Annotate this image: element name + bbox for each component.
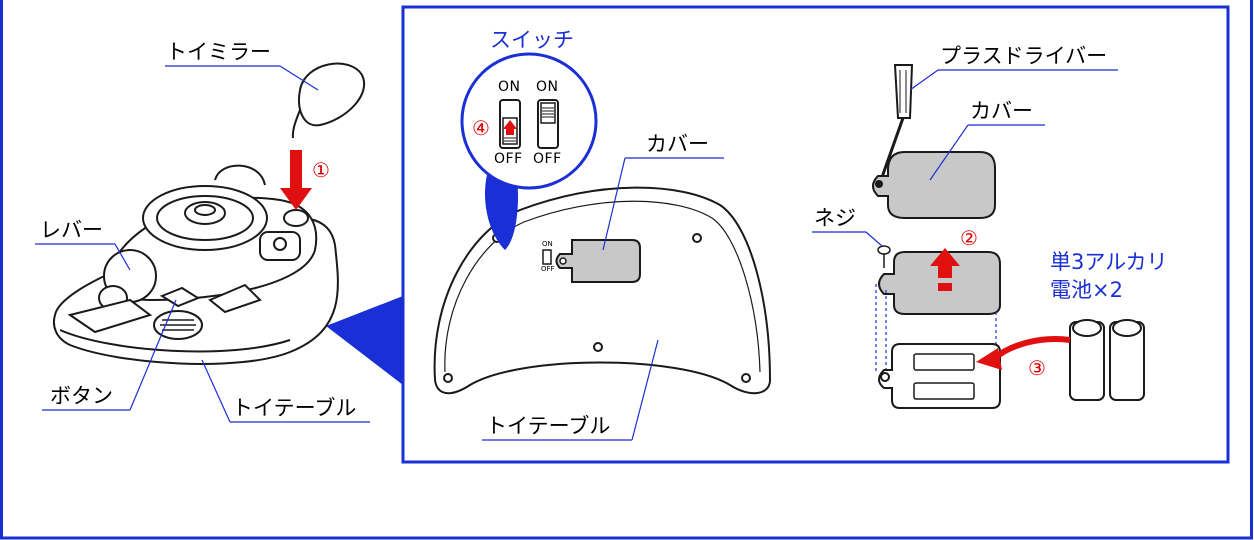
label-cover-mid: カバー — [646, 132, 709, 156]
label-off-1: OFF — [494, 151, 523, 167]
label-off-2: OFF — [533, 151, 562, 167]
step1-number: ① — [312, 158, 330, 182]
label-screwdriver: プラスドライバー — [940, 44, 1108, 68]
leader-lines-left — [35, 65, 370, 423]
step2-arrow — [930, 248, 960, 291]
battery-cover-mid — [555, 239, 641, 283]
screw-illustration — [877, 245, 891, 268]
label-screw: ネジ — [814, 206, 856, 230]
label-lever: レバー — [40, 218, 103, 242]
batteries-illustration — [1069, 319, 1145, 401]
leader-lines-right — [812, 69, 1118, 247]
mini-switch-on: ON — [542, 240, 553, 248]
battery-cover-upper — [872, 151, 996, 219]
screwdriver-tip — [875, 180, 883, 188]
step2-number: ② — [960, 226, 978, 250]
leader-lines-middle — [482, 157, 724, 441]
label-switch: スイッチ — [490, 28, 574, 52]
detail-box — [401, 5, 1230, 464]
step1-arrow — [280, 150, 312, 210]
step3-number: ③ — [1028, 356, 1046, 380]
switch-magnifier — [460, 52, 598, 190]
callout-wedge — [326, 296, 403, 385]
label-toy-mirror: トイミラー — [166, 40, 271, 64]
toy-console-illustration — [52, 164, 339, 365]
cover-screw-mid — [559, 257, 567, 265]
label-battery-line2: 電池×2 — [1050, 278, 1123, 302]
label-battery-line1: 単3アルカリ — [1050, 250, 1168, 274]
mini-switch — [542, 249, 552, 265]
label-on-1: ON — [498, 79, 521, 95]
label-toy-table-bottom: トイテーブル — [486, 414, 611, 438]
toy-mirror-illustration — [291, 62, 365, 139]
label-on-2: ON — [536, 79, 559, 95]
guide-dashes — [875, 284, 997, 372]
label-toy-table-left: トイテーブル — [232, 396, 357, 420]
step4-number: ④ — [472, 116, 490, 140]
switch-right — [537, 99, 559, 149]
step3-arrow — [976, 336, 1071, 370]
switch-left — [499, 99, 521, 149]
label-cover-right: カバー — [970, 99, 1033, 123]
label-button: ボタン — [50, 384, 113, 408]
table-underside — [433, 186, 772, 395]
screwdriver-illustration — [879, 64, 914, 181]
mini-switch-off: OFF — [541, 265, 555, 273]
battery-compartment — [878, 343, 1001, 409]
